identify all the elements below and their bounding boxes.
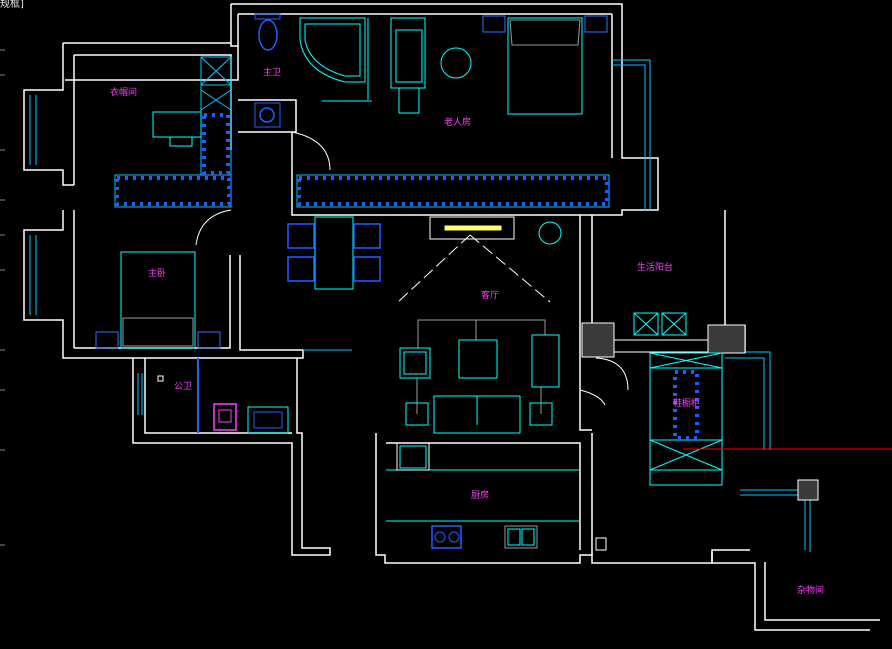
walls	[23, 3, 880, 631]
public-bath-fixtures	[157, 358, 289, 434]
master-bed	[95, 251, 221, 349]
room-label-walk-in-closet: 衣帽间	[110, 88, 138, 98]
ruler-ticks	[0, 49, 5, 546]
wardrobe-closet-horizontal	[114, 174, 232, 208]
dressing-table	[152, 111, 202, 147]
elder-room-furniture	[390, 15, 608, 115]
dining-set	[287, 216, 381, 290]
wardrobe-closet-vertical	[200, 56, 232, 176]
room-label-shoe-cabinet: 鞋橱柜	[673, 399, 701, 409]
room-label-storage-room: 杂物间	[797, 586, 825, 596]
room-label-public-bath: 公卫	[174, 382, 193, 392]
room-label-service-balcony: 生活阳台	[637, 263, 674, 273]
bath-fixtures	[254, 13, 372, 128]
doors	[195, 131, 629, 406]
room-label-master-bedroom: 主卧	[148, 269, 167, 279]
living-room-furniture	[397, 216, 562, 434]
viewport-label[interactable]: 规框]	[0, 0, 24, 10]
balcony-fixtures	[581, 312, 819, 501]
room-label-kitchen: 厨房	[471, 491, 490, 501]
kitchen-fixtures	[386, 442, 607, 551]
wardrobe-elder-room	[296, 174, 610, 208]
window-frames	[29, 59, 811, 552]
room-label-elder-room: 老人房	[444, 118, 472, 128]
room-label-master-bath: 主卫	[263, 68, 282, 78]
room-label-living-room: 客厅	[481, 291, 500, 301]
